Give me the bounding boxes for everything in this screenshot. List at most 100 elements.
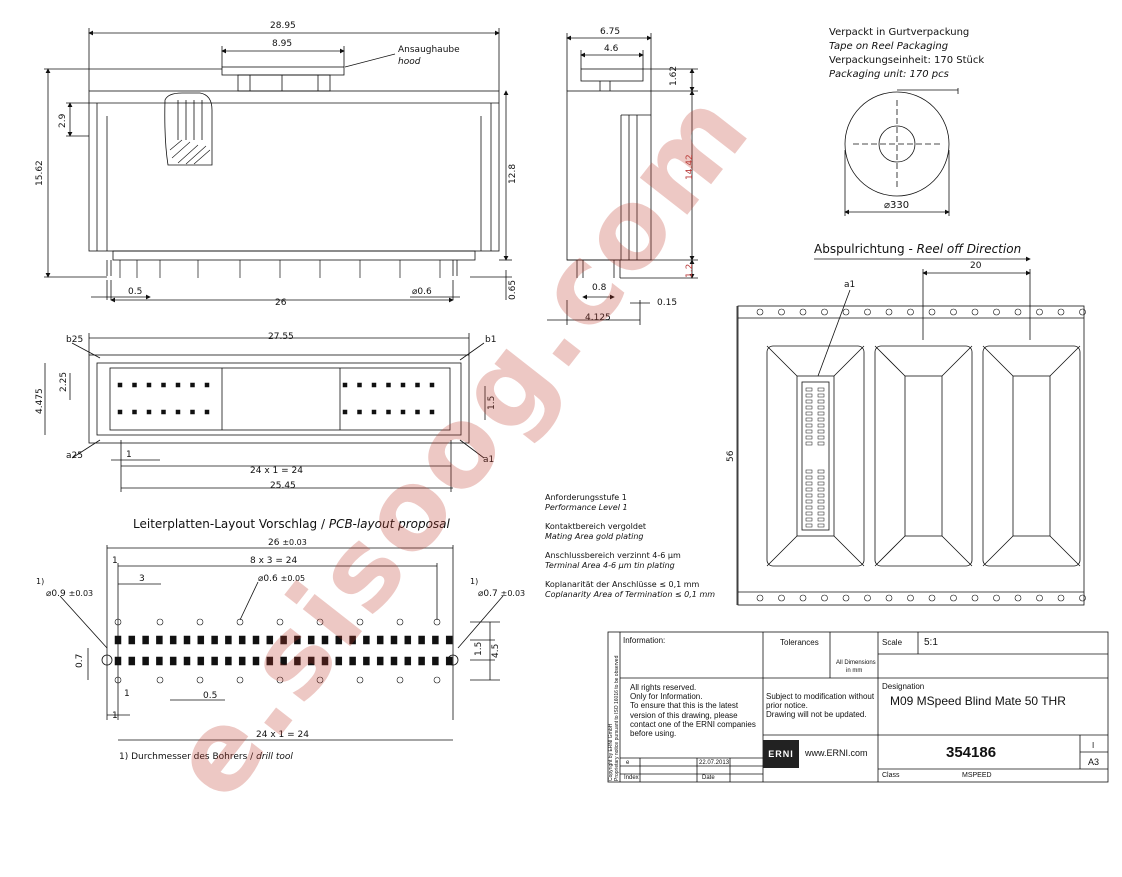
packaging-text: Verpackt in Gurtverpackung Tape on Reel … <box>829 26 984 82</box>
pocket-contact <box>817 393 825 398</box>
pcb-pad <box>307 656 315 666</box>
pcb-ground-hole <box>276 618 284 626</box>
pocket-contact <box>817 517 825 522</box>
pcb-ground-hole <box>433 618 441 626</box>
tape-sprocket-hole <box>907 594 914 602</box>
pack-line3: Verpackungseinheit: 170 Stück <box>829 55 985 66</box>
pcb-layout <box>59 545 504 741</box>
tape-sprocket-hole <box>907 308 914 316</box>
tape-sprocket-hole <box>971 594 979 602</box>
bottom-contact <box>204 409 210 415</box>
pcb-pad <box>211 635 218 645</box>
dim-hood-width: 8.95 <box>272 39 293 49</box>
tape-sprocket-hole <box>821 594 828 602</box>
pocket-contact <box>805 517 813 522</box>
dim-height: 15.62 <box>35 160 45 186</box>
reel-diameter: ⌀330 <box>884 200 910 211</box>
pocket-contact <box>817 399 825 404</box>
pcb-pad <box>225 635 232 645</box>
pcb-ground-hole <box>236 618 244 626</box>
pcb-pad <box>294 635 301 645</box>
dim-1-5: 1.5 <box>487 395 497 410</box>
tape-label-a1: a1 <box>844 280 856 290</box>
pcb-ground-hole <box>114 676 122 684</box>
drawing-linework <box>44 28 1109 783</box>
note-coplanar-en: Coplanarity Area of Termination ≤ 0,1 mm <box>545 590 716 599</box>
pcb-title: Leiterplatten-Layout Vorschlag / PCB-lay… <box>133 517 450 531</box>
pocket-contact <box>817 423 825 428</box>
pcb-dim-0-5: 0.5 <box>203 691 218 701</box>
dim-4-475: 4.475 <box>35 388 45 414</box>
pcb-pad <box>156 635 163 645</box>
carrier-tape <box>736 256 1085 606</box>
tape-sprocket-hole <box>864 308 871 316</box>
tape-sprocket-hole <box>1036 594 1043 602</box>
dim-2-9: 2.9 <box>58 113 68 128</box>
dim-1-62: 1.62 <box>669 65 679 86</box>
tb-sheet-size: A3 <box>1088 757 1100 767</box>
pocket-contact <box>817 505 825 510</box>
reel <box>844 88 959 216</box>
pcb-ground-hole <box>276 676 284 684</box>
pocket-contact <box>817 405 825 410</box>
pcb-pad <box>321 635 329 645</box>
tape-sprocket-hole <box>885 594 893 602</box>
tb-rights: All rights reserved. Only for Informatio… <box>630 683 756 738</box>
tb-revision: I <box>1092 741 1095 750</box>
pocket-contact <box>805 411 813 416</box>
pcb-pad <box>404 635 412 645</box>
pcb-pad <box>266 656 274 666</box>
pcb-pad <box>363 635 370 645</box>
tb-website: www.ERNI.com <box>805 748 868 758</box>
pcb-ground-hole <box>396 618 404 626</box>
pcb-pad <box>280 635 287 645</box>
dim-4-6: 4.6 <box>604 44 619 54</box>
pocket-contact <box>805 475 813 480</box>
pcb-ground-hole <box>114 618 122 626</box>
pcb-pad <box>418 656 425 666</box>
pcb-pad <box>418 635 425 645</box>
pcb-hole-0-7: ⌀0.7 ±0.03 <box>478 589 526 599</box>
tape-sprocket-hole <box>756 594 764 602</box>
dim-2-25: 2.25 <box>59 371 69 392</box>
pcb-pad <box>321 656 329 666</box>
pocket-contact <box>805 523 813 528</box>
pocket-contact <box>817 475 825 480</box>
tb-index-label: Index <box>624 775 639 781</box>
note-level-en: Performance Level 1 <box>545 503 628 512</box>
dim-27-55: 27.55 <box>268 332 294 342</box>
bottom-contact <box>161 382 166 388</box>
bottom-contact <box>190 382 195 388</box>
bottom-contact <box>190 409 195 415</box>
pcb-hole-0-6: ⌀0.6 ±0.05 <box>258 574 306 584</box>
bottom-contact <box>357 409 362 415</box>
dim-12-8: 12.8 <box>508 163 518 184</box>
tb-class-label: Class <box>882 772 900 779</box>
bottom-contact <box>132 382 137 388</box>
pcb-pad <box>432 656 439 666</box>
label-b1: b1 <box>485 335 497 345</box>
tape-width: 56 <box>726 450 736 462</box>
bottom-contact <box>400 409 406 415</box>
tb-rev-letter: e <box>626 760 630 766</box>
tape-pitch: 20 <box>970 261 982 271</box>
tape-sprocket-hole <box>1036 308 1043 316</box>
pocket-contact <box>817 411 825 416</box>
pcb-pad <box>238 635 246 645</box>
tape-sprocket-hole <box>778 594 785 602</box>
dim-26: 26 <box>275 298 287 308</box>
pcb-pad <box>363 656 370 666</box>
pcb-ground-hole <box>316 676 324 684</box>
pocket-contact <box>805 511 813 516</box>
tb-all-dims: All Dimensions <box>836 660 876 666</box>
dim-1: 1 <box>126 450 132 460</box>
tape-sprocket-hole <box>885 308 893 316</box>
dim-25-45: 25.45 <box>270 481 296 491</box>
bottom-contact <box>175 409 181 415</box>
bottom-contact <box>415 382 420 388</box>
pcb-hole-0-9: ⌀0.9 ±0.03 <box>46 589 94 599</box>
dim-0-8: 0.8 <box>592 283 607 293</box>
pcb-pad <box>169 635 177 645</box>
pocket-contact <box>817 417 825 422</box>
dim-6-75: 6.75 <box>600 27 621 37</box>
